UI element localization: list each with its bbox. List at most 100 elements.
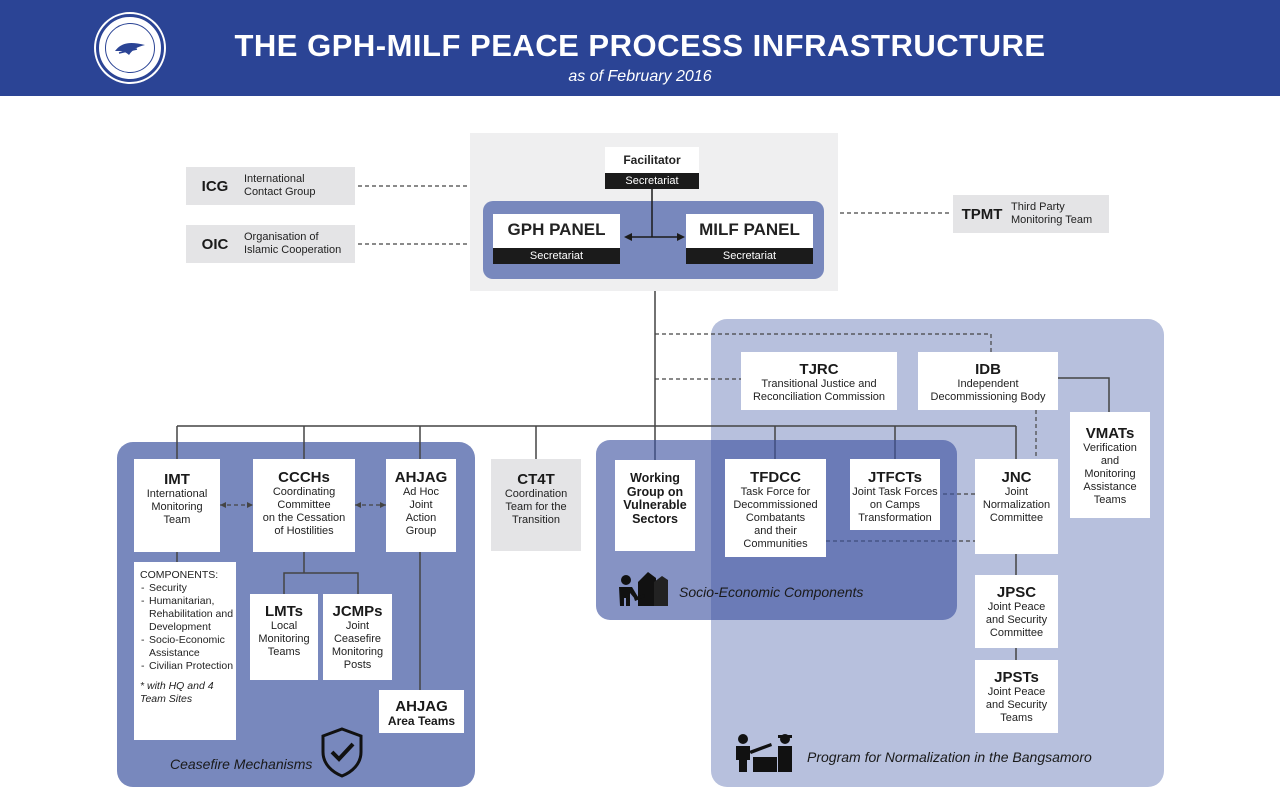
dove-icon	[115, 43, 145, 55]
icg-abbr: ICG	[201, 177, 229, 195]
ahjag-line4: Group	[405, 525, 437, 537]
ahjag-line1: Ad Hoc	[402, 486, 440, 498]
soldier-handover-icon	[736, 734, 792, 772]
opapp-seal-logo	[96, 14, 164, 82]
vmats-abbr: VMATs	[1085, 425, 1135, 442]
facilitator-label: Facilitator	[623, 153, 681, 167]
vmats-box: VMATs Verification and Monitoring Assist…	[1070, 412, 1150, 518]
gph-panel-box: GPH PANEL Secretariat	[493, 214, 620, 264]
wgvs-line3: Vulnerable	[623, 498, 687, 512]
jcmps-line1: Joint	[345, 620, 370, 632]
jcmps-line4: Posts	[343, 659, 372, 671]
tjrc-abbr: TJRC	[799, 361, 839, 378]
ahjag-line2: Joint	[409, 499, 433, 511]
imt-line2: Monitoring	[151, 501, 203, 513]
lmts-line3: Teams	[267, 646, 301, 658]
page-title: THE GPH-MILF PEACE PROCESS INFRASTRUCTUR…	[234, 28, 1046, 63]
oic-desc-line2: Islamic Cooperation	[244, 244, 342, 256]
ct4t-line3: Transition	[512, 514, 560, 526]
oic-desc-line1: Organisation of	[244, 231, 319, 243]
milf-panel-label: MILF PANEL	[699, 220, 800, 239]
idb-line1: Independent	[957, 378, 1019, 390]
ccchs-line2: Committee	[277, 499, 331, 511]
oic-desc: Organisation of Islamic Cooperation	[244, 231, 341, 257]
jpsts-abbr: JPSTs	[994, 669, 1039, 686]
jnc-abbr: JNC	[1001, 469, 1032, 486]
wgvs-line2: Group on	[626, 484, 684, 499]
oic-box: OIC Organisation of Islamic Cooperation	[186, 225, 355, 263]
components-box: COMPONENTS: Security Humanitarian, Rehab…	[134, 562, 236, 740]
jpsts-line3: Teams	[1000, 712, 1033, 724]
jtfcts-box: JTFCTs Joint Task Forces on Camps Transf…	[850, 459, 940, 530]
seal-ring	[105, 23, 155, 73]
facilitator-secretariat: Secretariat	[605, 173, 699, 189]
jtfcts-abbr: JTFCTs	[868, 469, 922, 486]
lmts-line2: Monitoring	[258, 633, 310, 645]
ahjag-area-line1: AHJAG	[395, 698, 448, 715]
wgvs-line4: Sectors	[632, 511, 678, 526]
ccchs-line3: on the Cessation	[262, 512, 346, 524]
tjrc-line1: Transitional Justice and	[761, 378, 877, 390]
vmats-line1: Verification	[1083, 442, 1137, 454]
ccchs-line4: of Hostilities	[274, 525, 334, 537]
milf-panel-box: MILF PANEL Secretariat	[686, 214, 813, 264]
jnc-line1: Joint	[1004, 486, 1029, 498]
lmts-box: LMTs Local Monitoring Teams	[250, 594, 318, 680]
jpsc-line3: Committee	[989, 627, 1044, 639]
lmts-abbr: LMTs	[264, 603, 304, 620]
jtfcts-line1: Joint Task Forces	[852, 486, 938, 498]
header-banner: THE GPH-MILF PEACE PROCESS INFRASTRUCTUR…	[0, 0, 1280, 96]
ahjag-area-line2: Area Teams	[387, 714, 456, 728]
jnc-line3: Committee	[989, 512, 1044, 524]
jtfcts-line3: Transformation	[858, 512, 932, 524]
components-heading: COMPONENTS:	[140, 569, 219, 581]
jcmps-box: JCMPs Joint Ceasefire Monitoring Posts	[323, 594, 392, 680]
lmts-line1: Local	[270, 620, 298, 632]
icg-desc-line1: International	[244, 173, 305, 185]
tjrc-box: TJRC Transitional Justice and Reconcilia…	[741, 352, 897, 410]
ahjag-area-teams-box: AHJAG Area Teams	[379, 690, 464, 733]
vmats-line2: and	[1100, 455, 1120, 467]
ahjag-line3: Action	[405, 512, 437, 524]
vmats-line4: Assistance	[1083, 481, 1137, 493]
jpsc-line1: Joint Peace	[987, 601, 1046, 613]
facilitator-box: Facilitator Secretariat	[605, 147, 699, 189]
component-item: Civilian Protection	[140, 660, 236, 673]
jpsc-abbr: JPSC	[996, 584, 1037, 601]
tfdcc-line3: Combatants	[745, 512, 806, 524]
tpmt-abbr: TPMT	[961, 205, 1003, 223]
imt-line3: Team	[163, 514, 191, 526]
jcmps-line3: Monitoring	[331, 646, 384, 658]
jcmps-line2: Ceasefire	[333, 633, 382, 645]
components-note: * with HQ and 4 Team Sites	[140, 680, 214, 705]
page-subtitle: as of February 2016	[568, 68, 712, 85]
imt-abbr: IMT	[164, 471, 190, 488]
ahjag-abbr: AHJAG	[394, 469, 448, 486]
jpsts-line1: Joint Peace	[987, 686, 1046, 698]
jpsc-box: JPSC Joint Peace and Security Committee	[975, 575, 1058, 648]
tjrc-line2: Reconciliation Commission	[752, 391, 886, 403]
components-list: Security Humanitarian, Rehabilitation an…	[140, 582, 236, 673]
idb-box: IDB Independent Decommissioning Body	[918, 352, 1058, 410]
jcmps-abbr: JCMPs	[332, 603, 383, 620]
tpmt-desc: Third Party Monitoring Team	[1011, 201, 1092, 227]
idb-line2: Decommissioning Body	[930, 391, 1046, 403]
ct4t-abbr: CT4T	[517, 471, 555, 488]
normalization-caption: Program for Normalization in the Bangsam…	[807, 749, 1092, 765]
idb-abbr: IDB	[975, 361, 1001, 378]
jnc-line2: Normalization	[982, 499, 1051, 511]
tfdcc-line4: and their	[754, 525, 797, 537]
imt-box: IMT International Monitoring Team	[134, 459, 220, 552]
icg-desc-line2: Contact Group	[244, 186, 316, 198]
vmats-line5: Teams	[1093, 494, 1127, 506]
ccchs-abbr: CCCHs	[278, 469, 330, 486]
milf-secretariat: Secretariat	[686, 248, 813, 264]
ct4t-line1: Coordination	[504, 488, 568, 500]
jpsts-line2: and Security	[985, 699, 1048, 711]
ccchs-box: CCCHs Coordinating Committee on the Cess…	[253, 459, 355, 552]
gph-secretariat: Secretariat	[493, 248, 620, 264]
wgvs-box: Working Group on Vulnerable Sectors	[615, 460, 695, 551]
community-building-icon	[619, 572, 668, 606]
vmats-line3: Monitoring	[1084, 468, 1136, 480]
